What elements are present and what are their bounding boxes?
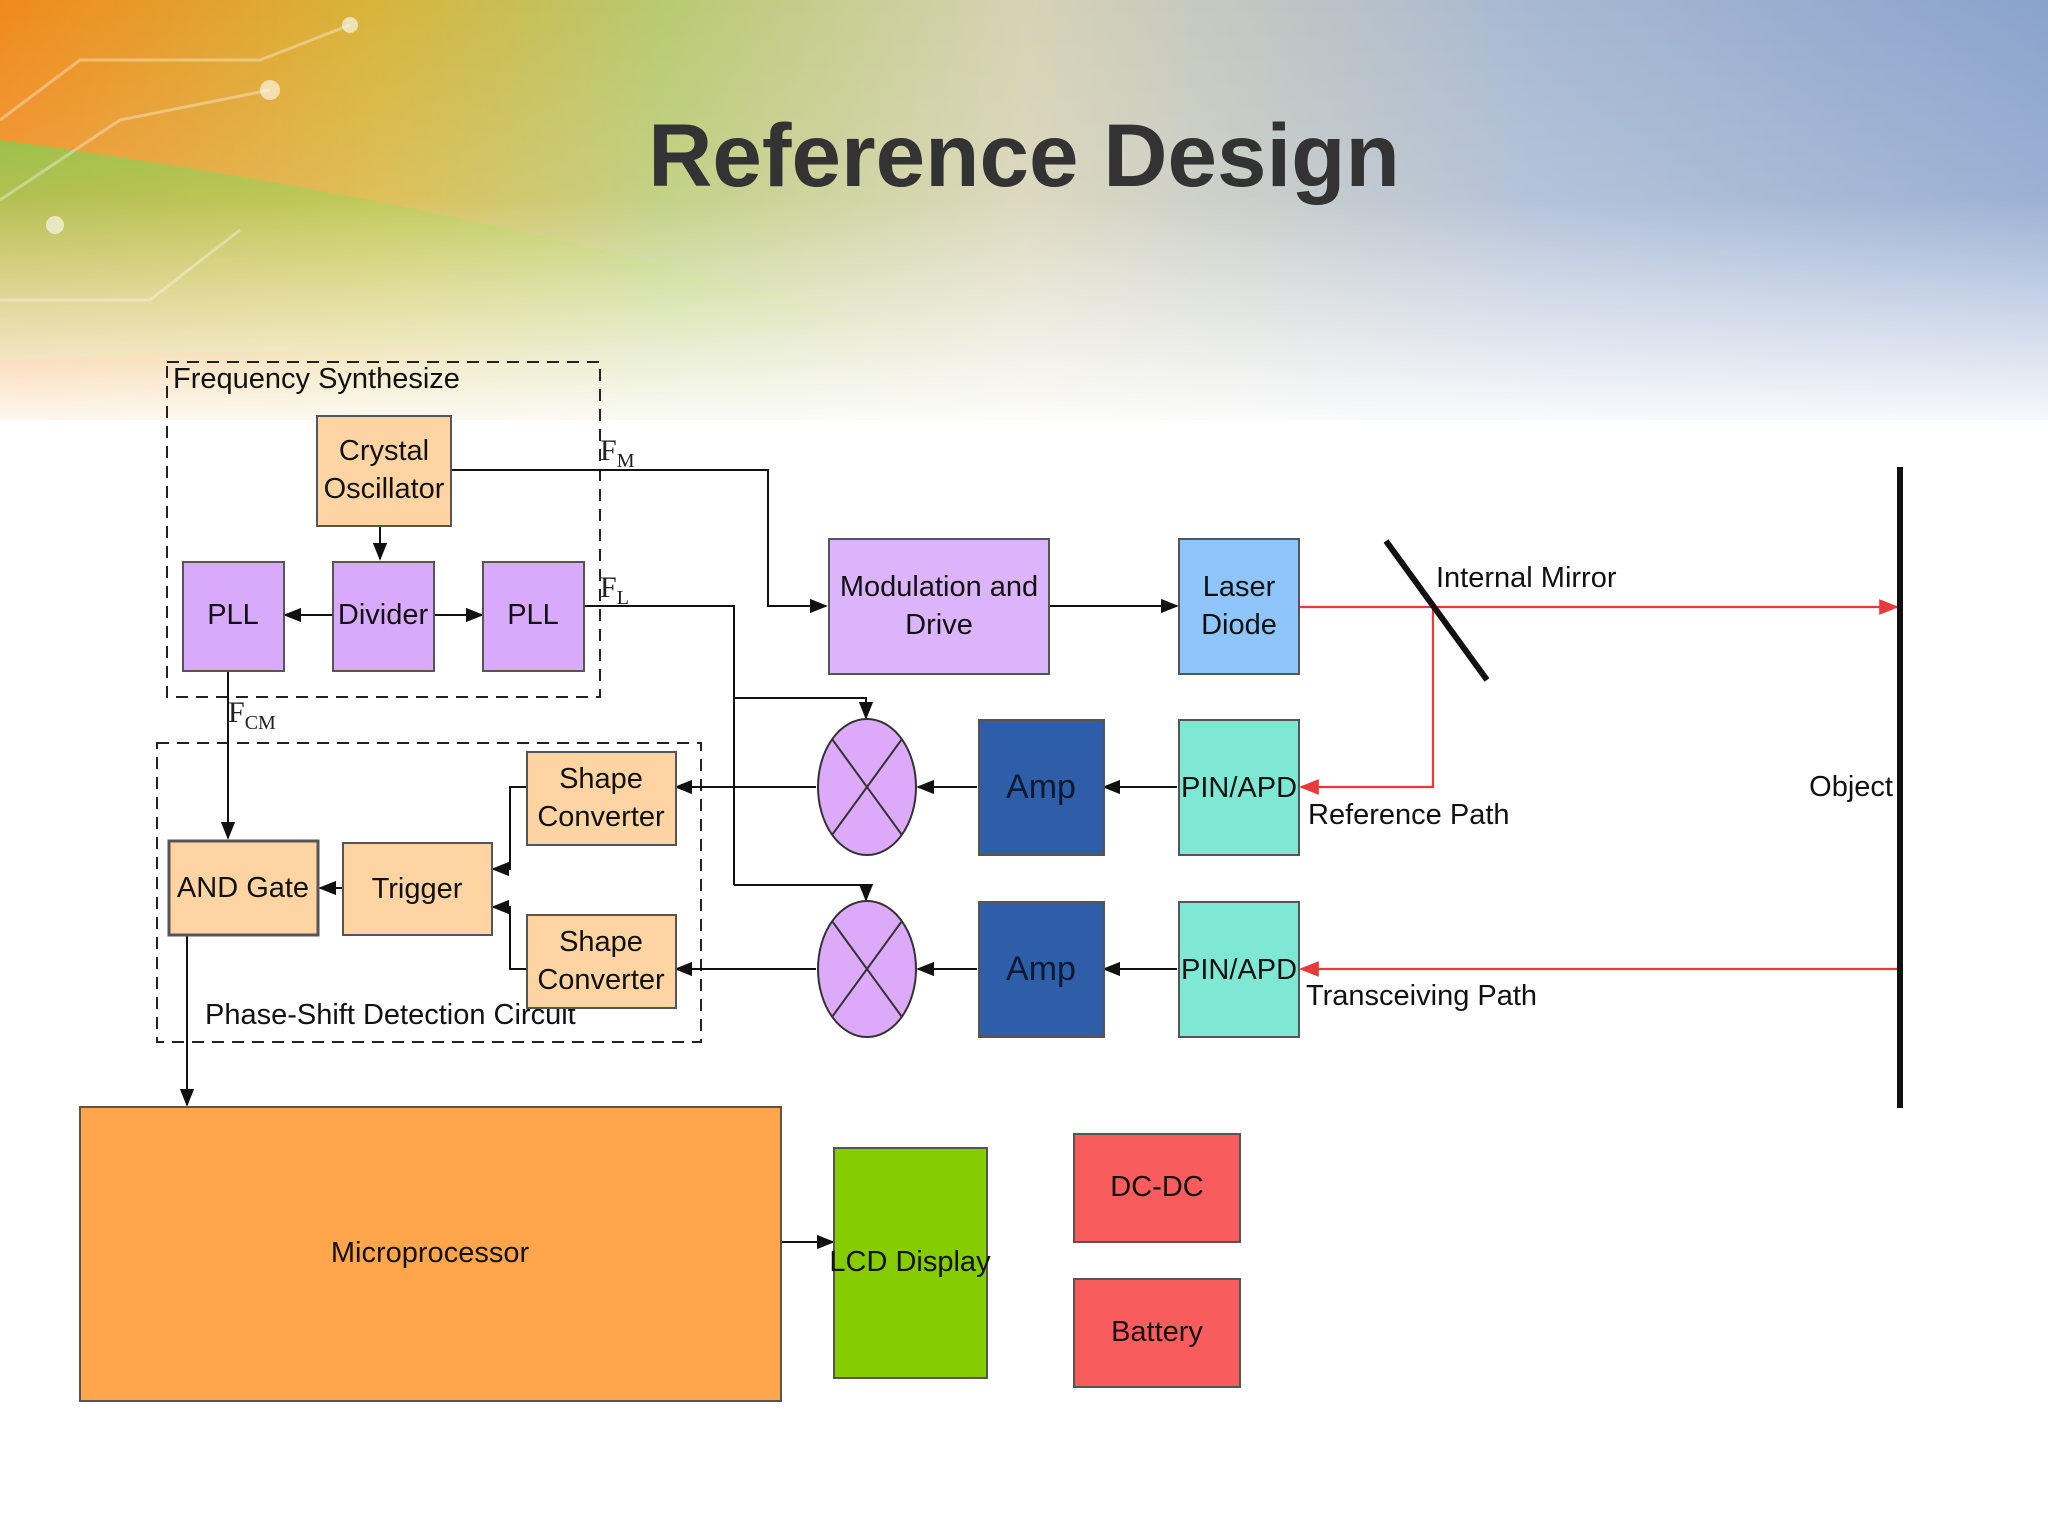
signal-wires xyxy=(179,469,1179,1250)
svg-text:Converter: Converter xyxy=(537,801,665,833)
divider-block: Divider xyxy=(332,561,435,672)
internal-mirror xyxy=(1383,539,1490,682)
svg-text:PIN/APD: PIN/APD xyxy=(1181,772,1297,804)
svg-text:Laser: Laser xyxy=(1203,571,1276,603)
crystal-oscillator-block: Crystal Oscillator xyxy=(316,415,452,527)
svg-text:PLL: PLL xyxy=(507,599,559,631)
fcm-signal-label: FCM xyxy=(228,696,276,734)
transceiving-path-label: Transceiving Path xyxy=(1306,980,1537,1012)
svg-text:Amp: Amp xyxy=(1006,950,1076,988)
microprocessor-block: Microprocessor xyxy=(79,1106,782,1402)
object-label: Object xyxy=(1809,771,1893,803)
pll-left-block: PLL xyxy=(182,561,285,672)
svg-text:AND Gate: AND Gate xyxy=(177,872,309,904)
svg-text:Drive: Drive xyxy=(905,609,973,641)
and-gate-block: AND Gate xyxy=(167,839,320,937)
svg-text:Microprocessor: Microprocessor xyxy=(331,1237,530,1269)
svg-text:Modulation and: Modulation and xyxy=(840,571,1038,603)
phase-shift-group xyxy=(156,742,702,1043)
mixer-bottom-symbol xyxy=(817,900,917,1038)
svg-text:Trigger: Trigger xyxy=(372,873,463,905)
svg-text:LCD Display: LCD Display xyxy=(829,1246,991,1278)
pin-apd-bottom-block: PIN/APD xyxy=(1178,901,1300,1038)
modulation-drive-block: Modulation and Drive xyxy=(828,538,1050,675)
trigger-block: Trigger xyxy=(342,842,493,936)
svg-text:Crystal: Crystal xyxy=(339,435,429,467)
reference-path-label: Reference Path xyxy=(1308,799,1510,831)
svg-text:Shape: Shape xyxy=(559,763,643,795)
battery-block: Battery xyxy=(1073,1278,1241,1388)
internal-mirror-label: Internal Mirror xyxy=(1436,562,1617,594)
shape-converter-top-block: Shape Converter xyxy=(526,751,677,846)
shape-converter-bottom-block: Shape Converter xyxy=(526,914,677,1009)
svg-text:Oscillator: Oscillator xyxy=(324,473,445,505)
optical-paths xyxy=(1299,599,1899,977)
fm-signal-label: FM xyxy=(600,434,635,472)
fl-signal-label: FL xyxy=(600,571,629,609)
frequency-synthesize-group xyxy=(166,361,601,698)
pll-right-block: PLL xyxy=(482,561,585,672)
svg-text:Diode: Diode xyxy=(1201,609,1277,641)
lcd-display-block: LCD Display xyxy=(829,1147,991,1379)
frequency-synthesize-label: Frequency Synthesize xyxy=(173,363,460,395)
svg-text:Converter: Converter xyxy=(537,964,665,996)
svg-text:Divider: Divider xyxy=(338,599,429,631)
svg-text:PIN/APD: PIN/APD xyxy=(1181,954,1297,986)
dc-dc-block: DC-DC xyxy=(1073,1133,1241,1243)
svg-text:Battery: Battery xyxy=(1111,1316,1203,1348)
amp-top-block: Amp xyxy=(978,719,1105,856)
svg-text:PLL: PLL xyxy=(207,599,259,631)
laser-diode-block: Laser Diode xyxy=(1178,538,1300,675)
mixer-top-symbol xyxy=(817,718,917,856)
pin-apd-top-block: PIN/APD xyxy=(1178,719,1300,856)
svg-text:DC-DC: DC-DC xyxy=(1110,1171,1203,1203)
slide-title: Reference Design xyxy=(648,105,1400,205)
phase-shift-label: Phase-Shift Detection Circuit xyxy=(205,999,576,1031)
svg-text:Amp: Amp xyxy=(1006,768,1076,806)
svg-text:Shape: Shape xyxy=(559,926,643,958)
amp-bottom-block: Amp xyxy=(978,901,1105,1038)
